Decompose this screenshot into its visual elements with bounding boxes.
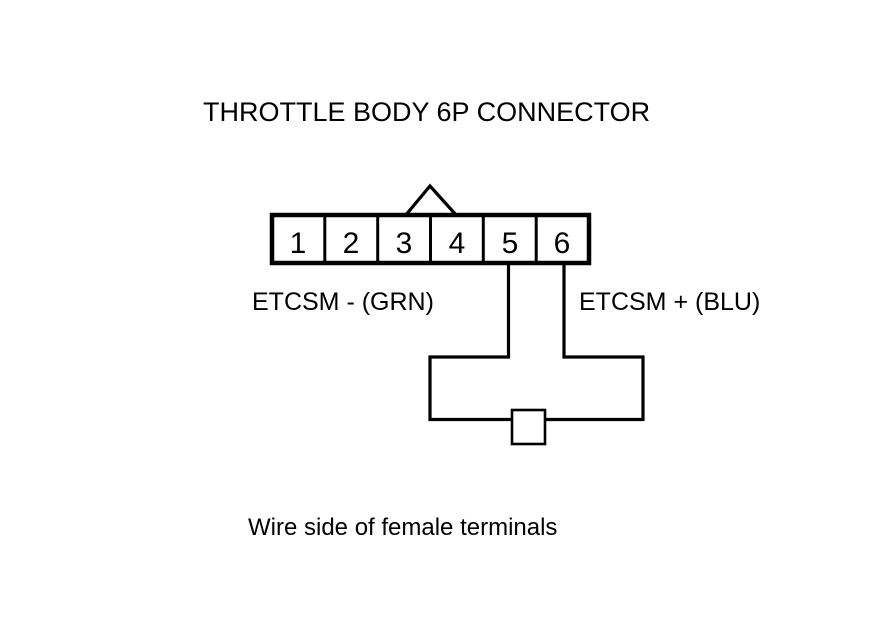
page-title: THROTTLE BODY 6P CONNECTOR <box>203 97 650 127</box>
wire-path-pin6-etcsm-plus <box>545 263 645 422</box>
connector-locking-tab-icon <box>403 183 459 218</box>
connector-pin-1: 1 <box>290 227 307 260</box>
wire-path-pin5-etcsm-minus <box>428 263 512 422</box>
connector-pin-5: 5 <box>502 227 519 260</box>
signal-label-left-etcsm-minus: ETCSM - (GRN) <box>252 288 434 316</box>
connector-pin-4: 4 <box>449 227 466 260</box>
connector-pin-2: 2 <box>343 227 360 260</box>
connector-pin-6: 6 <box>554 227 571 260</box>
connector-pin-3: 3 <box>396 227 413 260</box>
diagram-caption: Wire side of female terminals <box>248 514 557 541</box>
signal-label-right-etcsm-plus: ETCSM + (BLU) <box>579 288 760 316</box>
meter-box <box>510 408 547 446</box>
